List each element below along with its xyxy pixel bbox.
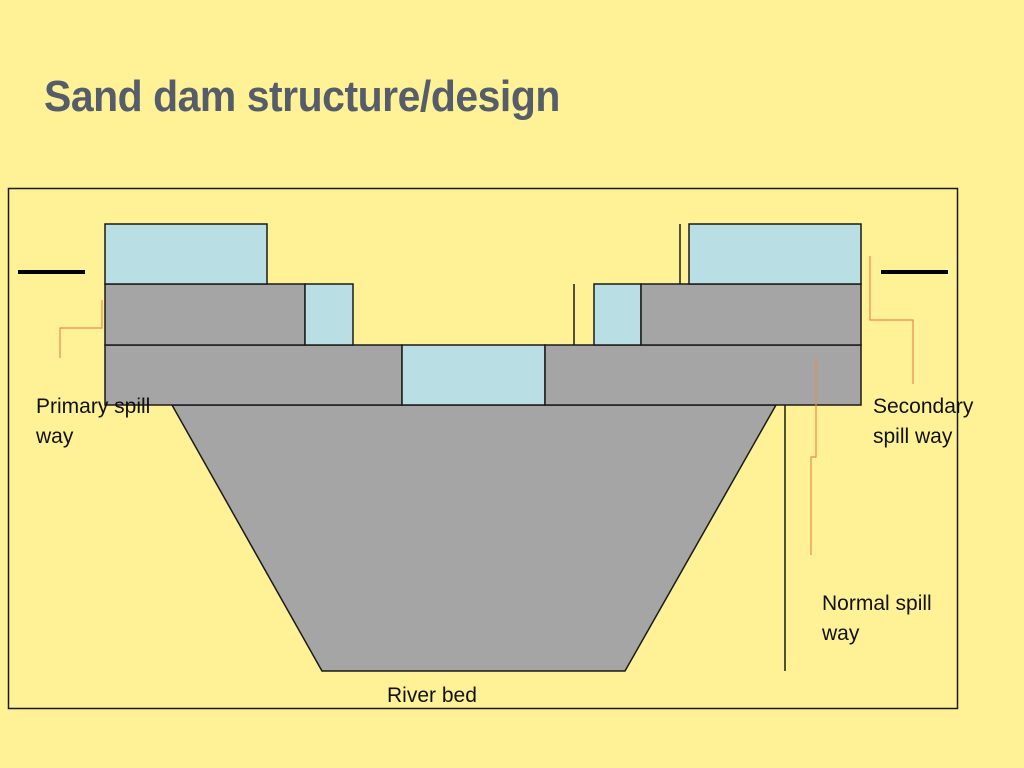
secondary-spillway-water-left: [304, 283, 354, 346]
primary-spillway-label: Primary spill way: [36, 395, 151, 448]
primary-spillway-water-left: [104, 223, 268, 285]
river-bed-label: River bed: [387, 684, 477, 707]
diagram-frame: [7, 187, 959, 710]
dam-base-left-block: [104, 344, 403, 406]
secondary-spillway-label: Secondary spill way: [873, 395, 974, 448]
dam-middle-left-block: [104, 283, 306, 346]
normal-spillway-water: [401, 344, 546, 406]
normal-spillway-leader-line: [810, 358, 817, 555]
normal-spillway-label: Normal spill way: [822, 592, 932, 645]
slide-title: Sand dam structure/design: [44, 72, 560, 121]
secondary-spillway-leader-line: [869, 256, 914, 384]
dam-base-right-block: [544, 344, 862, 406]
primary-spillway-leader-line: [59, 300, 103, 358]
dam-middle-right-block: [640, 283, 862, 346]
secondary-spillway-water-right: [593, 283, 642, 346]
primary-spillway-water-right: [688, 223, 862, 285]
dam-foundation-trapezoid: [170, 404, 778, 672]
